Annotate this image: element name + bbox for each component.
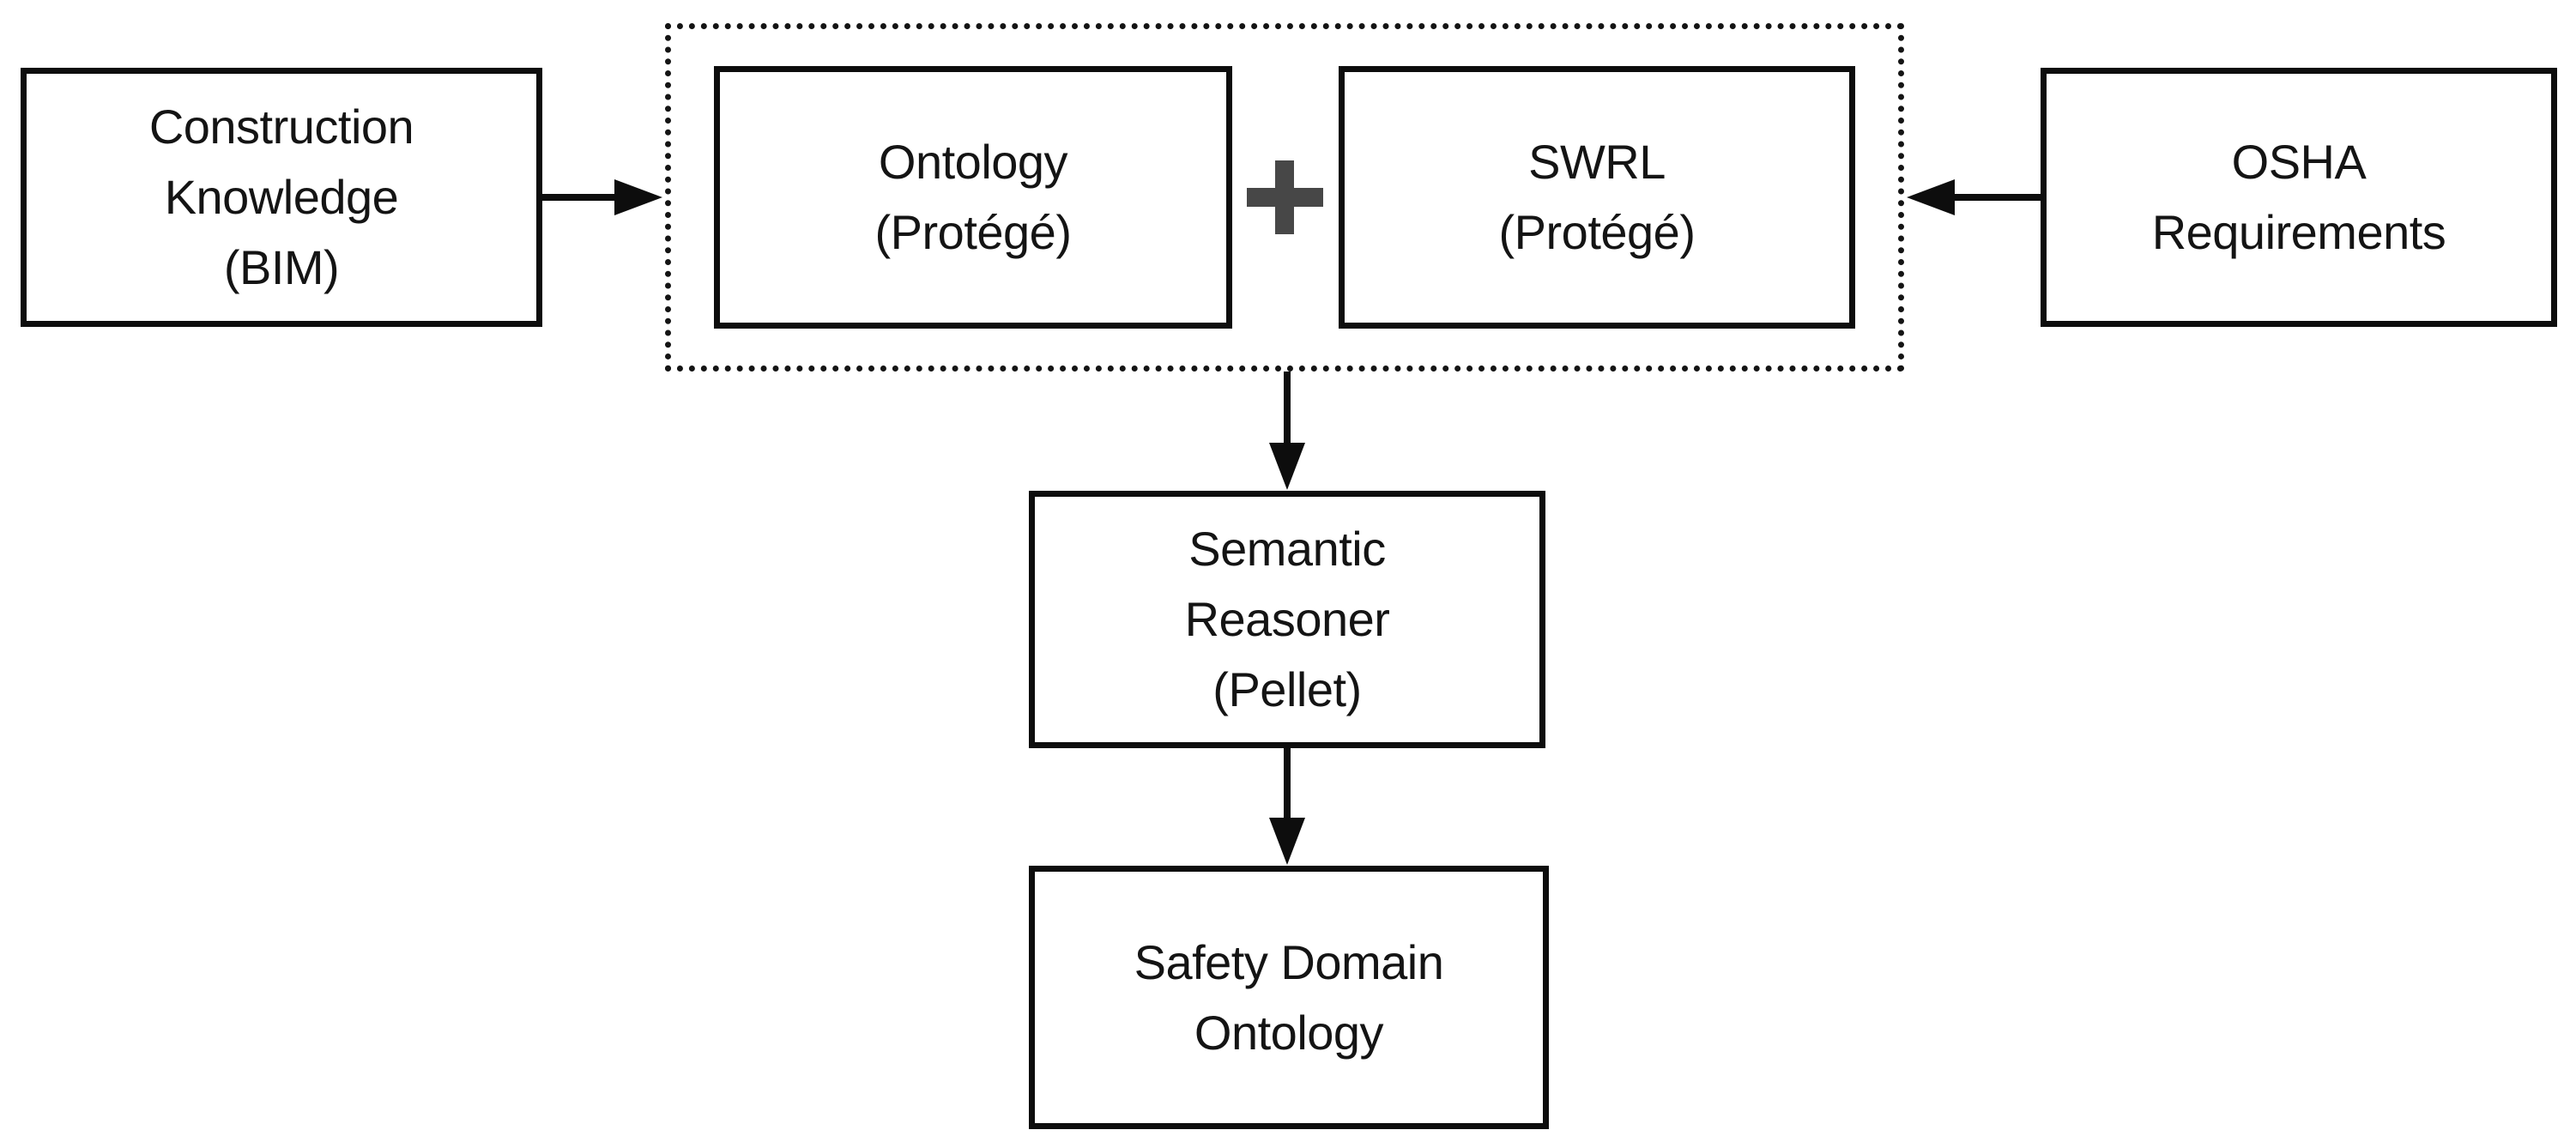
- node-label-line: SWRL: [1528, 135, 1666, 189]
- arrow-shaft: [1284, 372, 1291, 444]
- plus-icon-vertical-bar: [1275, 160, 1294, 234]
- arrow-head-right-icon: [614, 179, 662, 215]
- arrow-head-down-icon: [1269, 818, 1305, 865]
- node-label-line: Requirements: [2151, 205, 2446, 259]
- node-swrl-protege: SWRL (Protégé): [1339, 66, 1855, 329]
- node-label-line: Ontology: [1194, 1005, 1384, 1060]
- plus-icon: [1247, 160, 1323, 234]
- node-label-line: (Protégé): [1498, 205, 1696, 259]
- arrow-shaft: [1951, 194, 2041, 201]
- arrow-head-left-icon: [1907, 179, 1955, 215]
- arrow-head-down-icon: [1269, 443, 1305, 490]
- arrow-shaft: [541, 194, 618, 201]
- node-label-line: (Protégé): [874, 205, 1072, 259]
- node-construction-knowledge-bim: Construction Knowledge (BIM): [21, 68, 542, 327]
- protege-group-container: [665, 23, 1904, 372]
- arrow-shaft: [1284, 748, 1291, 819]
- node-label-line: (BIM): [223, 240, 340, 294]
- node-label-line: (Pellet): [1212, 662, 1362, 716]
- node-label-line: Safety Domain: [1134, 934, 1444, 989]
- node-semantic-reasoner-pellet: Semantic Reasoner (Pellet): [1029, 491, 1545, 748]
- node-label-line: OSHA: [2231, 135, 2367, 189]
- node-ontology-protege: Ontology (Protégé): [714, 66, 1232, 329]
- node-label-line: Construction: [148, 100, 414, 154]
- node-osha-requirements: OSHA Requirements: [2041, 68, 2557, 327]
- node-label-line: Knowledge: [164, 170, 399, 224]
- node-label-line: Ontology: [878, 135, 1068, 189]
- node-label-line: Reasoner: [1184, 592, 1390, 646]
- node-label-line: Semantic: [1188, 522, 1386, 576]
- node-safety-domain-ontology: Safety Domain Ontology: [1029, 866, 1549, 1129]
